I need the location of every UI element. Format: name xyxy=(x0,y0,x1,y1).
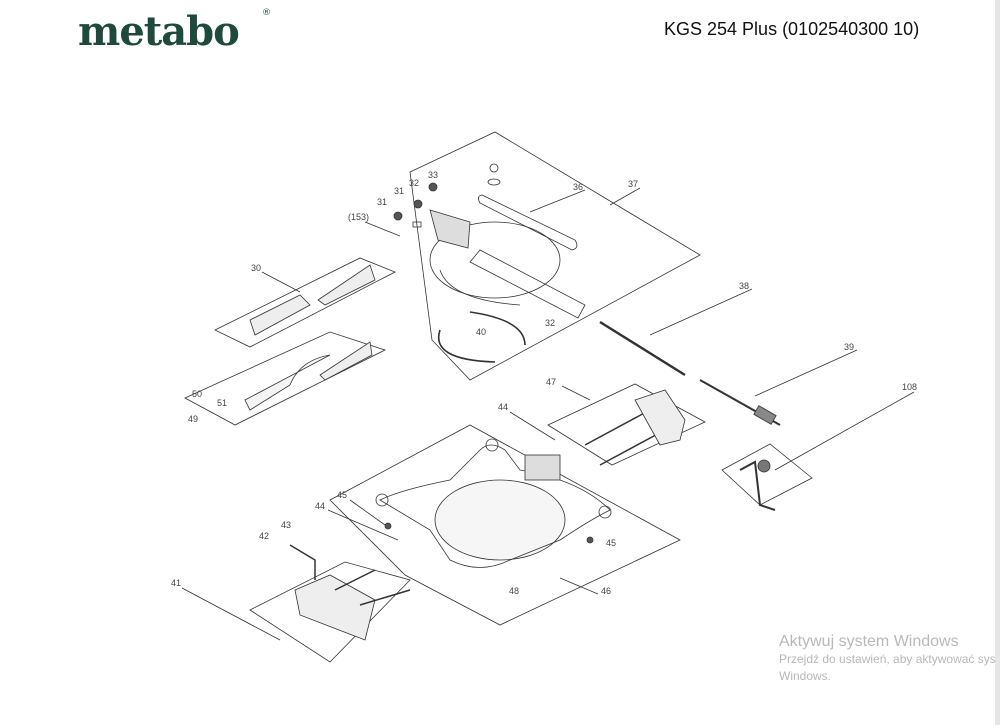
callout-46: 46 xyxy=(601,586,612,596)
part-108-clamp xyxy=(739,460,776,511)
callout-49: 49 xyxy=(188,414,199,424)
callout-42: 42 xyxy=(259,531,270,541)
group-47-outline xyxy=(547,383,706,466)
part-46-turntable xyxy=(434,479,566,561)
part-47-rods xyxy=(584,409,651,446)
part-49-fence xyxy=(244,354,331,411)
part-31a xyxy=(413,199,423,209)
group-108-outline xyxy=(721,443,813,506)
window-edge xyxy=(995,0,1000,725)
callout-30: 30 xyxy=(251,263,262,273)
callout-41: 41 xyxy=(171,578,182,588)
part-37-blade-guard xyxy=(429,221,561,299)
part-30-fence xyxy=(249,294,311,336)
windows-activation-watermark: Aktywuj system Windows Przejdź do ustawi… xyxy=(779,633,996,685)
part-42-bracket xyxy=(289,544,316,580)
callout-33: 33 xyxy=(428,170,439,180)
callout-44: 44 xyxy=(498,402,509,412)
group-49-outline xyxy=(184,331,387,426)
group-41-outline xyxy=(249,561,411,663)
callout-31: 31 xyxy=(377,197,388,207)
callout-32: 32 xyxy=(545,318,556,328)
part-37-arm xyxy=(469,249,586,319)
callout-45: 45 xyxy=(337,490,348,500)
part-31b xyxy=(393,211,403,221)
registered-mark: ® xyxy=(262,8,271,18)
callout-45: 45 xyxy=(606,538,617,548)
watermark-line1: Przejdź do ustawień, aby aktywować sys xyxy=(779,652,996,666)
group-37-outline xyxy=(409,131,701,381)
callout-40: 40 xyxy=(476,327,487,337)
callout-39: 39 xyxy=(844,342,855,352)
callout-32: 32 xyxy=(409,178,420,188)
watermark-line2: Windows. xyxy=(779,669,832,683)
callout-48: 48 xyxy=(509,586,520,596)
watermark-title: Aktywuj system Windows xyxy=(779,633,959,650)
callout-31: 31 xyxy=(394,186,405,196)
part-36-rail xyxy=(478,194,578,251)
group-46-outline xyxy=(329,424,681,626)
callout-51: 51 xyxy=(217,398,228,408)
part-33 xyxy=(428,182,438,192)
metabo-logo: metabo xyxy=(78,8,240,55)
part-40-cable xyxy=(437,329,496,363)
callout-108: 108 xyxy=(902,382,918,392)
group-30-outline xyxy=(214,257,396,348)
callout-38: 38 xyxy=(739,281,750,291)
callout-36: 36 xyxy=(573,182,584,192)
callout-153: (153) xyxy=(348,212,370,222)
callout-43: 43 xyxy=(281,520,292,530)
callout-47: 47 xyxy=(546,377,557,387)
callout-37: 37 xyxy=(628,179,639,189)
callout-44: 44 xyxy=(315,501,326,511)
part-41-support xyxy=(294,574,376,641)
model-title: KGS 254 Plus (0102540300 10) xyxy=(664,19,920,39)
callout-50: 50 xyxy=(192,389,203,399)
part-38-rod xyxy=(599,320,686,377)
